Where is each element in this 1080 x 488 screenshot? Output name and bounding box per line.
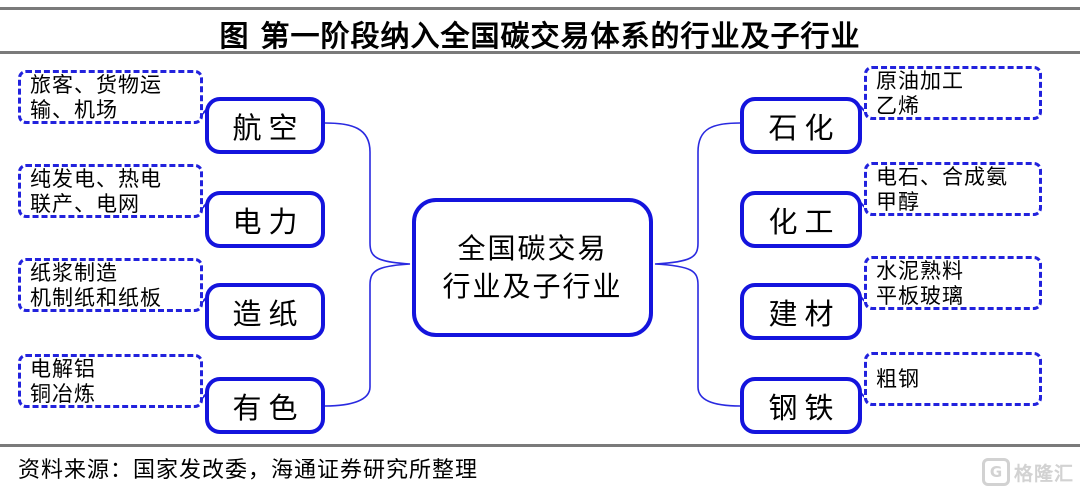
sub-box-nonferrous: 电解铝 铜冶炼 xyxy=(18,354,203,408)
sub-box-text: 输、机场 xyxy=(30,97,118,122)
center-node: 全国碳交易 行业及子行业 xyxy=(412,198,653,337)
sub-box-text: 纸浆制造 xyxy=(30,260,118,285)
sub-box-paper: 纸浆制造 机制纸和纸板 xyxy=(18,258,203,312)
gelonghui-logo-icon: G xyxy=(981,458,1010,486)
source-note: 资料来源：国家发改委，海通证券研究所整理 xyxy=(18,458,479,483)
sub-box-text: 电石、合成氨 xyxy=(876,164,1008,189)
industry-box-steel: 钢铁 xyxy=(740,377,862,434)
sub-box-text: 粗钢 xyxy=(876,367,920,391)
sub-box-text: 机制纸和纸板 xyxy=(30,285,162,310)
sub-box-text: 联产、电网 xyxy=(30,191,140,216)
industry-box-petrochemical: 石化 xyxy=(740,97,862,154)
title-underline-rule xyxy=(0,51,1080,54)
sub-box-steel: 粗钢 xyxy=(864,352,1042,406)
bottom-rule xyxy=(0,444,1080,447)
page-title: 图 第一阶段纳入全国碳交易体系的行业及子行业 xyxy=(219,19,861,53)
sub-box-building-materials: 水泥熟料 平板玻璃 xyxy=(864,256,1042,310)
right-brace-connector xyxy=(654,122,741,407)
industry-label: 建材 xyxy=(768,296,841,331)
gelonghui-logo-text: 格隆汇 xyxy=(1013,462,1074,485)
industry-label: 石化 xyxy=(768,110,841,145)
sub-box-petrochemical: 原油加工 乙烯 xyxy=(864,66,1042,120)
industry-label: 化工 xyxy=(768,204,841,239)
top-rule xyxy=(0,7,1080,10)
industry-label: 造纸 xyxy=(232,296,305,331)
sub-box-text: 乙烯 xyxy=(876,93,920,118)
sub-box-text: 电解铝 xyxy=(30,356,96,381)
sub-box-text: 甲醇 xyxy=(876,189,920,214)
industry-box-power: 电力 xyxy=(205,191,325,248)
industry-box-building-materials: 建材 xyxy=(740,283,862,340)
sub-box-text: 平板玻璃 xyxy=(876,283,964,308)
industry-label: 航空 xyxy=(232,110,305,145)
sub-box-chemical: 电石、合成氨 甲醇 xyxy=(864,162,1042,216)
industry-box-aviation: 航空 xyxy=(205,97,325,154)
industry-label: 有色 xyxy=(232,390,305,425)
sub-box-aviation: 旅客、货物运 输、机场 xyxy=(18,70,203,124)
sub-box-text: 纯发电、热电 xyxy=(30,166,162,191)
sub-box-power: 纯发电、热电 联产、电网 xyxy=(18,164,203,218)
sub-box-text: 原油加工 xyxy=(876,68,964,93)
industry-box-paper: 造纸 xyxy=(205,283,325,340)
sub-box-text: 旅客、货物运 xyxy=(30,72,162,97)
industry-box-nonferrous: 有色 xyxy=(205,377,325,434)
center-node-line2: 行业及子行业 xyxy=(442,269,623,303)
sub-box-text: 铜冶炼 xyxy=(30,381,96,406)
industry-label: 电力 xyxy=(232,204,305,239)
gelonghui-watermark: G 格隆汇 xyxy=(981,458,1074,486)
center-node-line1: 全国碳交易 xyxy=(457,231,608,265)
industry-label: 钢铁 xyxy=(768,390,841,425)
left-brace-connector xyxy=(324,122,411,407)
sub-box-text: 水泥熟料 xyxy=(876,258,964,283)
industry-box-chemical: 化工 xyxy=(740,191,862,248)
